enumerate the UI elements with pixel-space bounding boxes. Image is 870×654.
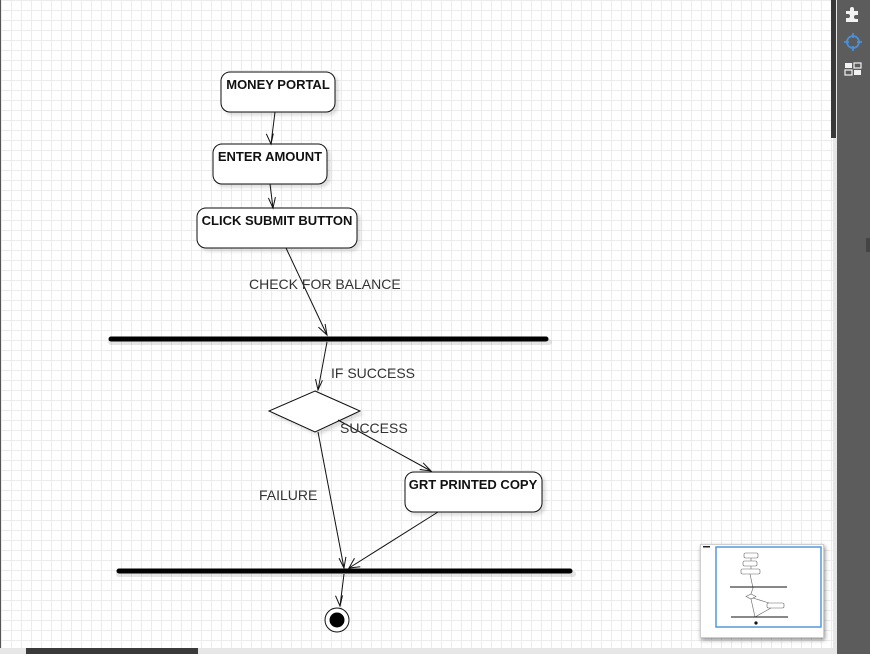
node-money-portal[interactable]: MONEY PORTAL	[220, 71, 336, 113]
edge-label-success: SUCCESS	[340, 420, 408, 436]
side-toolbar	[837, 0, 870, 654]
edge-submit-to-fork[interactable]	[285, 247, 328, 337]
decision-diamond[interactable]	[267, 390, 362, 433]
edge-decision-failure[interactable]	[317, 431, 347, 570]
toolbar-resize-handle[interactable]	[866, 238, 870, 252]
node-money-portal-label: MONEY PORTAL	[226, 77, 330, 92]
edge-amount-to-submit[interactable]	[267, 183, 276, 210]
node-click-submit-button[interactable]: CLICK SUBMIT BUTTON	[196, 207, 358, 249]
node-grt-printed-copy-label: GRT PRINTED COPY	[409, 477, 538, 492]
node-enter-amount[interactable]: ENTER AMOUNT	[212, 143, 328, 185]
edge-join-to-final[interactable]	[335, 573, 345, 608]
edge-label-check-balance: CHECK FOR BALANCE	[249, 276, 401, 292]
vertical-scrollbar-thumb[interactable]	[831, 0, 836, 138]
edge-label-failure: FAILURE	[259, 487, 317, 503]
edge-portal-to-amount[interactable]	[265, 111, 276, 146]
final-node[interactable]	[324, 607, 350, 633]
node-grt-printed-copy[interactable]: GRT PRINTED COPY	[404, 471, 543, 513]
puzzle-icon[interactable]	[842, 3, 864, 25]
fork-bar-top[interactable]	[108, 336, 552, 345]
horizontal-scrollbar-thumb[interactable]	[26, 648, 198, 654]
layout-icon[interactable]	[842, 58, 864, 80]
crosshair-icon[interactable]	[842, 31, 864, 53]
edge-printed-to-join[interactable]	[348, 511, 439, 569]
node-click-submit-button-label: CLICK SUBMIT BUTTON	[202, 213, 353, 228]
diagram-svg: MONEY PORTAL ENTER AMOUNT CLICK SUBMIT B…	[108, 71, 576, 633]
edge-label-if-success: IF SUCCESS	[331, 365, 415, 381]
edge-decision-success[interactable]	[337, 419, 433, 472]
join-bar-bottom[interactable]	[116, 568, 576, 577]
diagram-canvas[interactable]: MONEY PORTAL ENTER AMOUNT CLICK SUBMIT B…	[0, 0, 834, 648]
minimap-preview	[703, 546, 822, 628]
edge-fork-to-decision[interactable]	[315, 341, 328, 392]
node-enter-amount-label: ENTER AMOUNT	[218, 149, 322, 164]
horizontal-scrollbar-track[interactable]	[0, 648, 837, 654]
vertical-scrollbar-track[interactable]	[833, 0, 837, 654]
minimap-panel[interactable]	[700, 544, 824, 638]
